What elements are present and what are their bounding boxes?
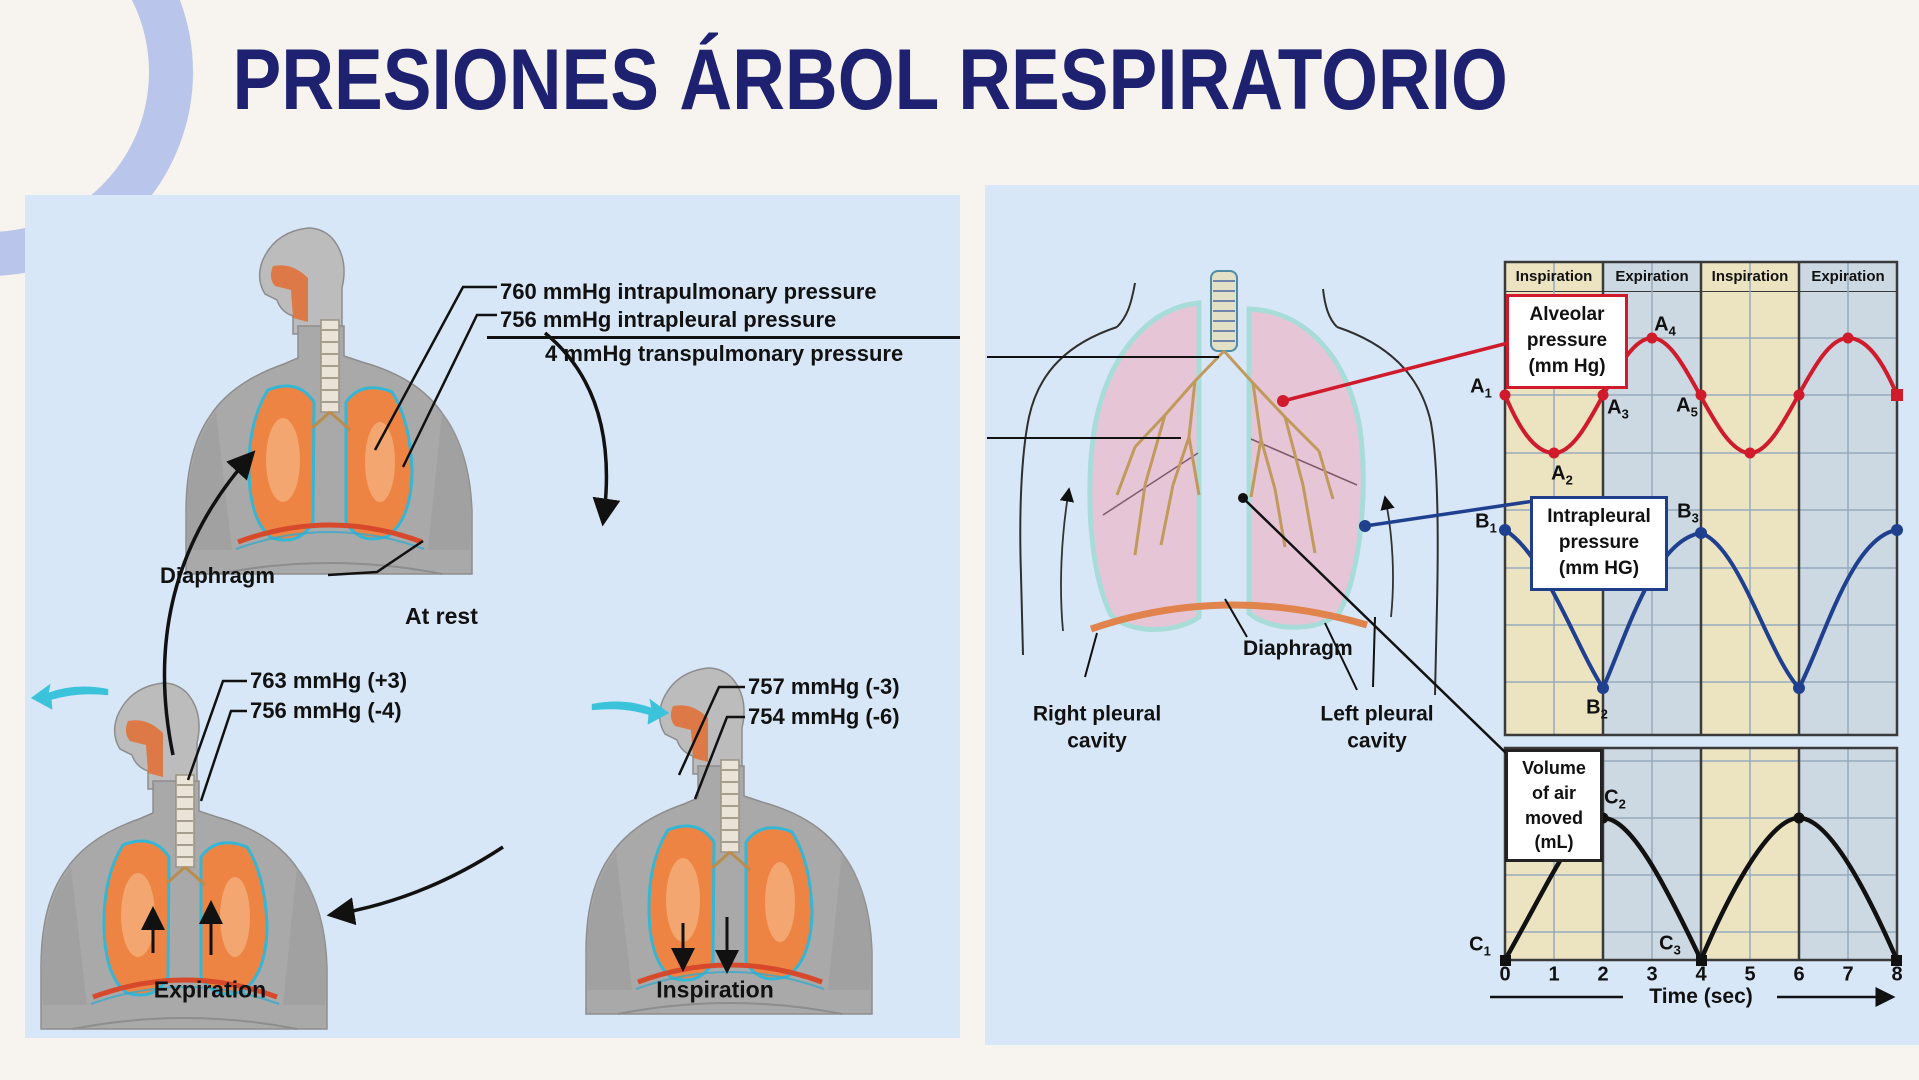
phase-header-expiration-1: Expiration [1615, 268, 1689, 285]
left-panel: 760 mmHg intrapulmonary pressure 756 mmH… [25, 195, 960, 1038]
diaphragm-label: Diaphragm [160, 563, 275, 588]
x-tick-2: 2 [1597, 963, 1609, 986]
inspiration-caption: Inspiration [656, 976, 774, 1003]
inhale-arrow-icon [591, 698, 670, 725]
at-rest-figure [186, 228, 472, 574]
time-axis-label: Time (sec) [1649, 985, 1753, 1008]
intrapleural-pressure-box: Intrapleural pressure (mm HG) [1530, 496, 1668, 591]
phase-header-expiration-2: Expiration [1811, 268, 1885, 285]
fraction-bar [487, 336, 960, 339]
volume-of-air-box: Volume of air moved (mL) [1505, 749, 1603, 863]
structure-pointer-lines [987, 356, 1376, 691]
alveolar-pressure-box: Alveolar pressure (mm Hg) [1506, 294, 1628, 389]
alveolar-points [1499, 332, 1903, 459]
point-label-c2: C2 [1604, 786, 1626, 812]
point-label-a1: A1 [1470, 375, 1492, 401]
exhale-arrow-icon [30, 683, 109, 710]
x-tick-8: 8 [1891, 963, 1903, 986]
right-pleural-cavity-label: Right pleural cavity [1032, 702, 1162, 753]
lungs-and-graphs-illustration [987, 260, 1903, 1007]
point-label-a3: A3 [1607, 396, 1629, 422]
intrapleural-points [1499, 524, 1903, 694]
point-label-c1: C1 [1469, 933, 1491, 959]
phase-header-inspiration-1: Inspiration [1515, 268, 1593, 285]
expiration-caption: Expiration [153, 976, 267, 1003]
alveolar-sample-dot [1277, 395, 1289, 407]
lungs-illustration [1059, 270, 1395, 633]
cycle-arrow-up-icon [162, 450, 256, 756]
alveolar-connector-line [1282, 341, 1509, 403]
phase-header-inspiration-2: Inspiration [1711, 268, 1789, 285]
x-tick-3: 3 [1646, 963, 1658, 986]
annotation-pointer-lines [186, 285, 745, 802]
point-label-a2: A2 [1551, 462, 1573, 488]
intrapleural-sample-dot [1359, 520, 1371, 532]
cycle-arrow-left-icon [326, 845, 504, 926]
inspiration-pressure-2: 754 mmHg (-6) [748, 704, 900, 729]
point-label-a5: A5 [1676, 394, 1698, 420]
point-label-c3: C3 [1659, 932, 1681, 958]
volume-sample-dot [1238, 493, 1248, 503]
x-tick-4: 4 [1695, 963, 1707, 986]
intrapulmonary-pressure-label: 760 mmHg intrapulmonary pressure [500, 279, 877, 304]
at-rest-caption: At rest [405, 603, 478, 629]
point-label-b2: B2 [1586, 696, 1608, 722]
x-tick-0: 0 [1499, 963, 1511, 986]
body-outline [1019, 282, 1439, 696]
cycle-arrow-down-icon [543, 331, 621, 527]
volume-connector-line [1242, 497, 1509, 756]
point-label-b3: B3 [1677, 500, 1699, 526]
point-label-b1: B1 [1475, 510, 1497, 536]
x-tick-5: 5 [1744, 963, 1756, 986]
diaphragm-label-right: Diaphragm [1243, 637, 1353, 660]
x-tick-7: 7 [1842, 963, 1854, 986]
page-title: PRESIONES ÁRBOL RESPIRATORIO [232, 32, 1508, 128]
expiration-pressure-2: 756 mmHg (-4) [250, 698, 402, 723]
x-tick-6: 6 [1793, 963, 1805, 986]
expiration-pressure-1: 763 mmHg (+3) [250, 668, 408, 693]
intrapleural-pressure-label: 756 mmHg intrapleural pressure [500, 307, 837, 332]
respiratory-cycle-illustration [30, 195, 960, 1038]
intrapleural-connector-line [1364, 499, 1535, 528]
inspiration-pressure-1: 757 mmHg (-3) [748, 674, 900, 699]
right-panel: Inspiration Expiration Inspiration Expir… [985, 185, 1919, 1045]
point-label-a4: A4 [1654, 313, 1676, 339]
x-tick-1: 1 [1548, 963, 1560, 986]
transpulmonary-pressure-label: 4 mmHg transpulmonary pressure [545, 341, 904, 366]
left-pleural-cavity-label: Left pleural cavity [1320, 702, 1434, 753]
